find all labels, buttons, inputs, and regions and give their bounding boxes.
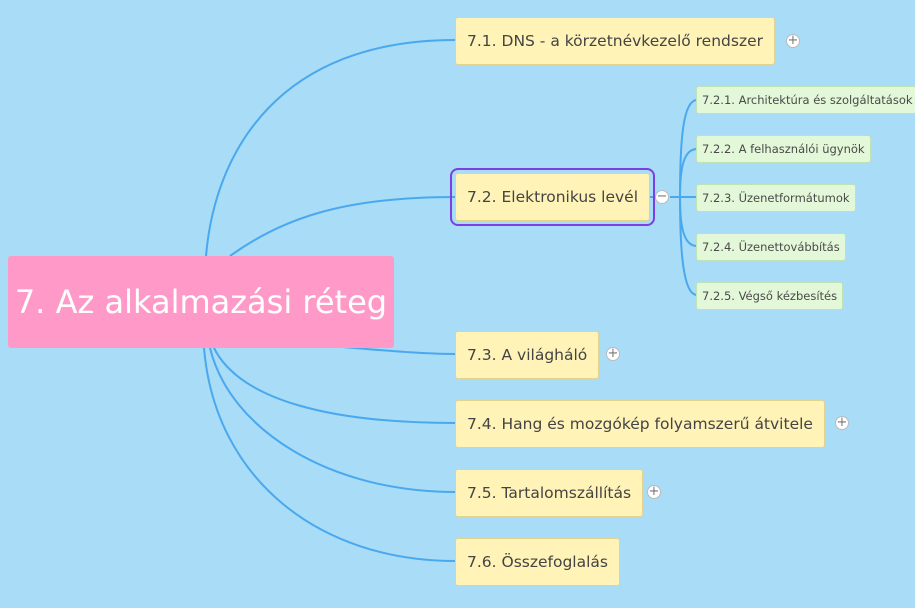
connector-root-t4 bbox=[213, 347, 456, 424]
subtopic-architecture[interactable]: 7.2.1. Architektúra és szolgáltatások bbox=[696, 86, 915, 114]
connector-s4 bbox=[679, 196, 698, 247]
expand-toggle-content-delivery[interactable]: + bbox=[647, 484, 661, 499]
central-topic[interactable]: 7. Az alkalmazási réteg bbox=[8, 256, 394, 348]
topic-dns[interactable]: 7.1. DNS - a körzetnévkezelő rendszer bbox=[455, 17, 776, 65]
connector-s2 bbox=[679, 148, 698, 198]
topic-streaming[interactable]: 7.4. Hang és mozgókép folyamszerű átvite… bbox=[455, 400, 825, 448]
topic-world-wide-web[interactable]: 7.3. A világháló bbox=[455, 331, 600, 379]
topic-summary[interactable]: 7.6. Összefoglalás bbox=[455, 538, 620, 586]
expand-toggle-streaming[interactable]: + bbox=[835, 415, 849, 430]
subtopic-message-formats[interactable]: 7.2.3. Üzenetformátumok bbox=[696, 184, 856, 212]
connector-root-t1 bbox=[205, 39, 456, 257]
connector-root-t2 bbox=[229, 196, 456, 257]
connector-root-t5 bbox=[209, 347, 456, 493]
collapse-toggle-email[interactable]: − bbox=[655, 189, 669, 204]
subtopic-message-transfer[interactable]: 7.2.4. Üzenettovábbítás bbox=[696, 233, 846, 261]
subtopic-user-agent[interactable]: 7.2.2. A felhasználói ügynök bbox=[696, 135, 871, 163]
topic-email[interactable]: 7.2. Elektronikus levél bbox=[449, 168, 656, 226]
connector-root-t6 bbox=[203, 347, 456, 562]
expand-toggle-dns[interactable]: + bbox=[786, 33, 800, 48]
expand-toggle-web[interactable]: + bbox=[606, 346, 620, 361]
topic-content-delivery[interactable]: 7.5. Tartalomszállítás bbox=[455, 469, 644, 517]
connector-s5 bbox=[679, 196, 698, 296]
subtopic-final-delivery[interactable]: 7.2.5. Végső kézbesítés bbox=[696, 282, 844, 310]
